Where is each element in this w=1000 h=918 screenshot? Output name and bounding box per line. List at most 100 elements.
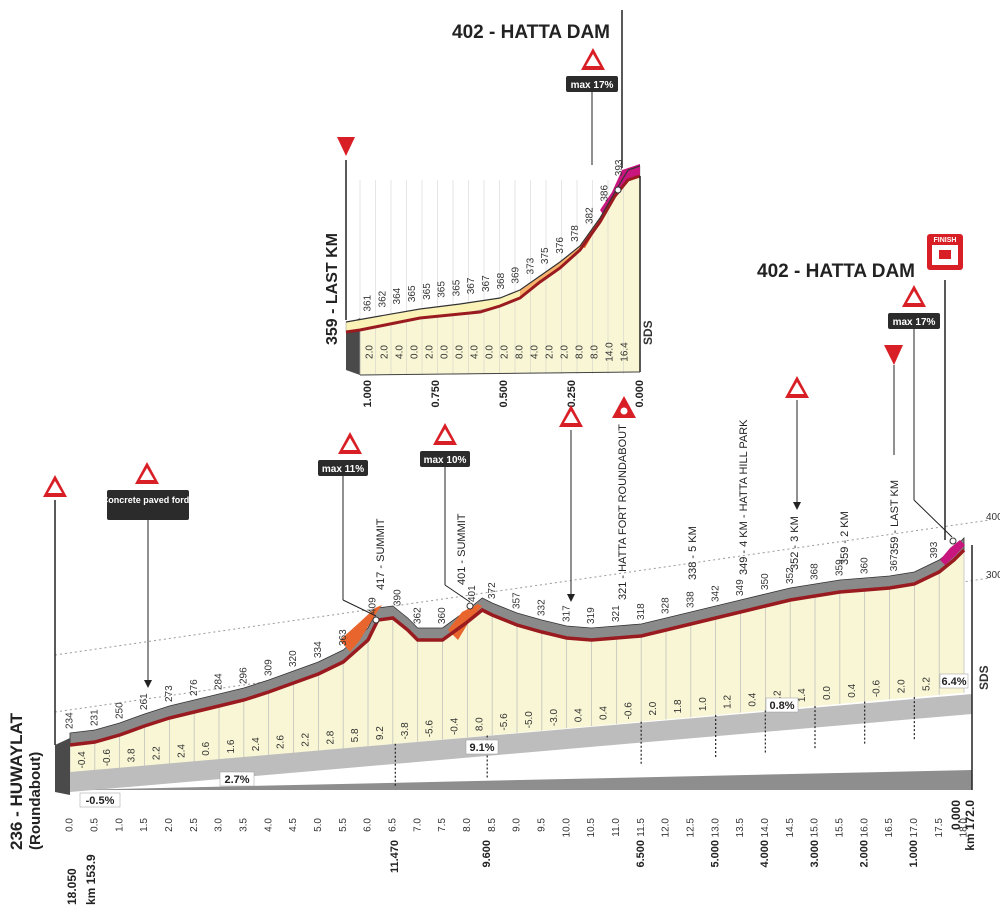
altitude-label: 309 [263,659,274,676]
altitude-label: 352 [785,567,796,584]
inset-finish-marker [614,186,622,194]
altitude-label: 276 [189,679,200,696]
summit-marker-label-1: 417 - SUMMIT [375,518,387,590]
altitude-label: 401 [467,585,478,602]
gradient-label: 2.2 [301,732,312,746]
inset-altitude-label: 365 [437,281,448,298]
gradient-label: -0.4 [450,717,461,735]
inset-altitude-label: 365 [422,283,433,300]
inset-gradient-label: 16.4 [620,342,631,362]
altitude-label: 362 [412,607,423,624]
start-sublabel: (Roundabout) [27,752,44,850]
gradient-label: 1.4 [797,688,808,702]
x-tick-label: 9.0 [512,818,523,832]
inset-gradient-label: 2.0 [500,345,511,359]
steep-segment-3 [940,540,965,565]
avg-gradient-2: 2.7% [224,774,249,786]
gradient-label: 8.0 [474,717,485,731]
x-tick-label: 9.5 [536,818,547,832]
x-tick-label: 14.0 [760,818,771,838]
altitude-label: 317 [561,605,572,622]
inset-gradient-label: 8.0 [575,345,586,359]
summit-marker-1 [372,616,380,624]
gradient-label: 0.4 [847,683,858,697]
gradient-label: 0.2 [772,690,783,704]
inset-gradient-label: 4.0 [530,345,541,359]
point-label-4: 401 - SUMMIT [456,513,468,585]
altitude-label: 261 [139,693,150,710]
remaining-label: 9.600 [481,840,493,868]
gradient-label: 1.0 [698,697,709,711]
avg-gradient-5: 6.4% [941,676,966,688]
inset-altitude-label: 365 [407,285,418,302]
gradient-label: -3.0 [549,708,560,726]
gradient-label: 2.6 [276,735,287,749]
altitude-label: 350 [760,573,771,590]
gradient-label: 3.8 [127,748,138,762]
x-tick-label: 3.5 [238,818,249,832]
x-tick-label: 4.0 [263,818,274,832]
inset-altitude-label: 367 [466,277,477,294]
avg-gradient-1: -0.5% [86,795,115,807]
inset-x-tick: 0.250 [566,380,578,408]
point-label-3: max 10% [424,455,467,466]
last-km-triangle [884,345,903,365]
x-tick-label: 7.5 [437,818,448,832]
altitude-label: 359 [834,559,845,576]
altitude-label: 357 [512,592,523,609]
point-label-10: 359 - LAST KM [889,480,901,555]
inset-gradient-label: 2.0 [425,345,436,359]
gradient-label: -3.8 [400,722,411,740]
inset-gradient-label: 2.0 [380,345,391,359]
warning-marker-max17: max 17% [888,285,953,538]
remaining-label: 1.000 [908,840,920,868]
point-label-5: 321 - HATTA FORT ROUNDABOUT [617,424,629,600]
inset-x-tick: 1.000 [362,380,374,408]
point-label-2: 417 - SUMMIT [375,518,387,590]
altitude-label: 393 [929,541,940,558]
x-tick-label: 1.0 [114,818,125,832]
warning-marker-start [43,475,67,625]
x-tick-label: 13.5 [735,818,746,838]
gradient-label: -5.0 [524,711,535,729]
dist-start-label: 18.050 [65,868,79,905]
inset-gradient-label: 8.0 [590,345,601,359]
x-tick-label: 5.0 [313,818,324,832]
finish-flag-label: FINISH [934,237,957,244]
inset-altitude-label: 382 [585,207,596,224]
gradient-label: -5.6 [425,720,436,738]
distance-band [70,694,972,792]
x-tick-label: 18.0 [959,818,970,838]
main-profile: 400 300 236 - HUWAYLAT (Roundabout) [7,234,1000,905]
steep-segment-1 [340,605,382,652]
x-tick-label: 1.5 [139,818,150,832]
warning-marker-max11: max 11% [318,432,377,617]
inset-profile-line [345,174,641,334]
inset-altitude-label: 378 [570,225,581,242]
inset-max-label: max 17% [571,80,614,91]
altitude-label: 409 [368,597,379,614]
x-tick-label: 3.0 [214,818,225,832]
altitude-label: 231 [89,709,100,726]
x-tick-label: 6.0 [363,818,374,832]
inset-gradient-label: 4.0 [470,345,481,359]
inset-altitude-label: 368 [496,272,507,289]
km-start-label: km 153.9 [84,854,98,905]
altitude-label: 360 [437,607,448,624]
last-km-marker: 359 - LAST KM [884,345,903,555]
x-tick-label: 17.0 [909,818,920,838]
gradient-label: 0.4 [748,692,759,706]
inset-altitude-label: 361 [363,294,374,311]
gradient-label: 2.4 [251,737,262,751]
x-tick-label: 12.0 [661,818,672,838]
point-label-7: 349 - 4 KM - HATTA HILL PARK [738,419,750,575]
inset-gradient-label: 2.0 [365,345,376,359]
x-tick-label: 14.5 [785,818,796,838]
inset-gradient-label: 2.0 [560,345,571,359]
gradient-label: 2.4 [176,744,187,758]
inset-gradient-label: 8.0 [515,345,526,359]
